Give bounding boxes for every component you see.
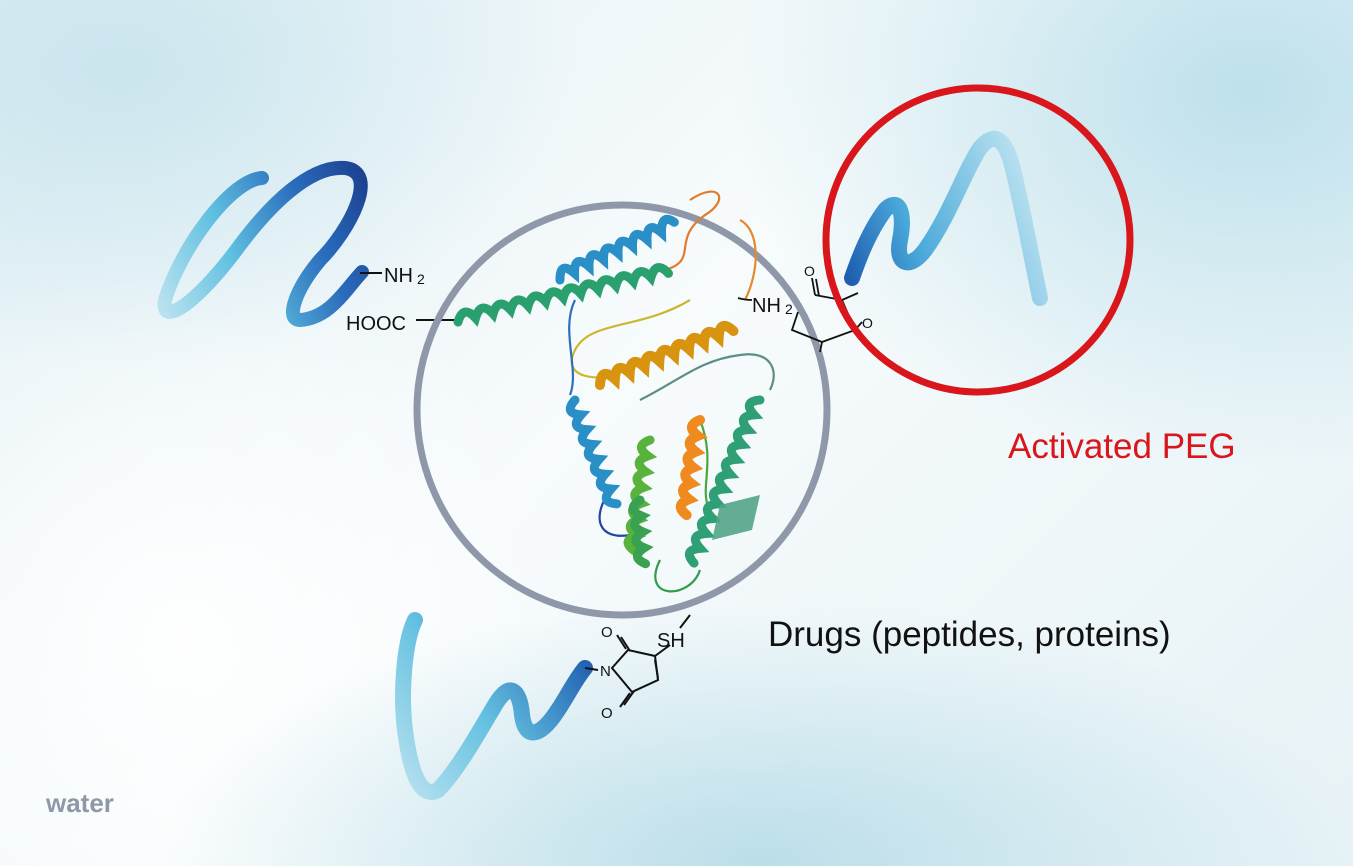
amine-group-right: NH 2 [752, 295, 793, 317]
nhs-ester-group: O O [790, 263, 873, 353]
svg-text:N: N [600, 663, 611, 680]
protein-structure [453, 190, 775, 593]
svg-text:NH: NH [752, 295, 781, 317]
svg-text:NH: NH [384, 265, 413, 287]
svg-text:O: O [862, 315, 873, 331]
peg-chain-bottom [395, 612, 593, 800]
activated-peg-label: Activated PEG [1008, 427, 1236, 466]
drugs-label: Drugs (peptides, proteins) [768, 615, 1171, 654]
svg-text:2: 2 [417, 271, 425, 287]
peg-chain-left [157, 160, 369, 327]
activated-peg-circle [822, 84, 1134, 396]
maleimide-group: N O O [584, 614, 691, 722]
svg-text:2: 2 [785, 301, 793, 317]
svg-text:O: O [601, 624, 613, 641]
water-label: water [45, 788, 114, 818]
peg-chain-activated [844, 130, 1048, 306]
svg-text:O: O [601, 705, 613, 722]
svg-text:O: O [804, 263, 815, 279]
protein-circle [413, 201, 831, 619]
amine-group-left: NH 2 [360, 265, 425, 287]
svg-text:HOOC: HOOC [346, 313, 406, 335]
svg-text:SH: SH [657, 630, 685, 652]
thiol-group: SH [657, 630, 685, 652]
